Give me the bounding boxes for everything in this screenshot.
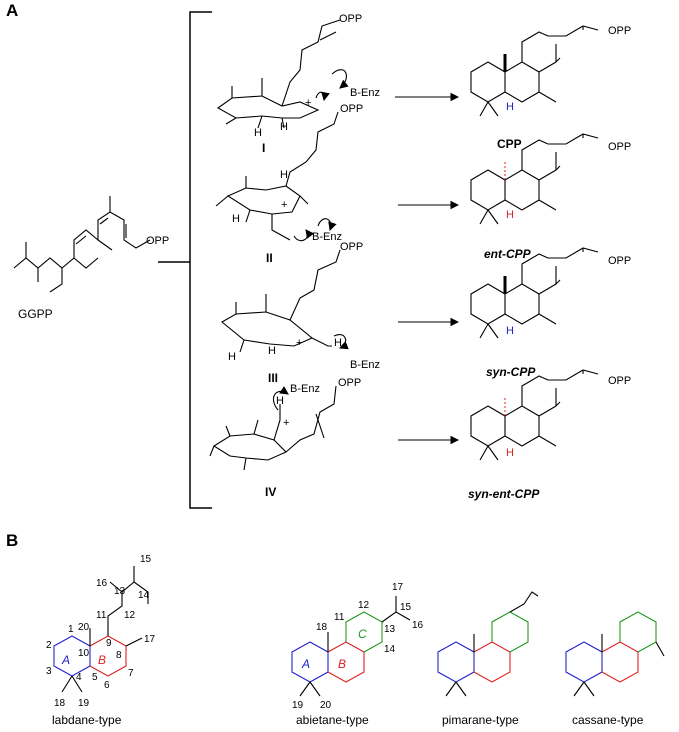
product-ent-cpp-label: ent-CPP — [484, 247, 532, 261]
labdane-num-9: 9 — [106, 638, 112, 649]
abietane-num-20: 20 — [320, 700, 332, 711]
abietane-num-13: 13 — [384, 624, 396, 635]
route-i-roman: I — [262, 141, 265, 155]
labdane-num-12: 12 — [124, 610, 136, 621]
abietane-ring-b: B — [338, 657, 346, 671]
product-syn-cpp-opp: OPP — [608, 255, 631, 267]
route-iii-plus: + — [296, 337, 302, 349]
route-ii-h1: H — [280, 169, 288, 181]
route-iii-h3: H — [334, 337, 342, 349]
abietane-ring-c: C — [358, 627, 367, 641]
labdane-label: labdane-type — [52, 713, 122, 727]
route-iv-enz: B-Enz — [290, 383, 320, 395]
abietane-num-14: 14 — [384, 644, 396, 655]
labdane-num-13: 13 — [114, 586, 126, 597]
ggpp-structure — [13, 196, 151, 293]
route-iii-h2: H — [268, 345, 276, 357]
labdane-num-7: 7 — [128, 668, 134, 679]
product-syn-cpp-h: H — [506, 325, 514, 337]
route-iv-plus: + — [283, 417, 289, 429]
product-cpp-label: CPP — [497, 137, 522, 151]
route-ii-enz: B-Enz — [312, 231, 342, 243]
panel-b-label: B — [6, 531, 18, 550]
labdane-num-10: 10 — [78, 648, 90, 659]
labdane-ring-a: A — [61, 653, 70, 667]
route-iii-h1: H — [228, 351, 236, 363]
labdane-num-2: 2 — [46, 640, 52, 651]
route-ii-plus: + — [281, 199, 287, 211]
pimarane-label: pimarane-type — [442, 713, 519, 727]
product-ent-cpp-opp: OPP — [608, 141, 631, 153]
panel-a-label: A — [6, 1, 18, 20]
cassane-structure — [565, 611, 665, 697]
abietane-num-18: 18 — [316, 622, 328, 633]
labdane-num-8: 8 — [116, 650, 122, 661]
route-iv-roman: IV — [265, 485, 276, 499]
labdane-num-16: 16 — [96, 578, 108, 589]
labdane-structure — [53, 566, 149, 693]
intermediate-ii — [215, 111, 339, 242]
abietane-num-12: 12 — [358, 600, 370, 611]
abietane-num-19: 19 — [292, 700, 304, 711]
labdane-num-11: 11 — [96, 610, 107, 621]
product-syn-ent-cpp — [470, 369, 599, 461]
route-ii-h2: H — [232, 213, 240, 225]
labdane-num-3: 3 — [46, 666, 52, 677]
labdane-num-1: 1 — [68, 624, 74, 635]
labdane-num-18: 18 — [54, 698, 66, 709]
product-syn-cpp — [470, 247, 599, 339]
route-i-enz: B-Enz — [350, 87, 380, 99]
product-syn-ent-cpp-opp: OPP — [608, 375, 631, 387]
product-ent-cpp-h: H — [506, 209, 514, 221]
route-i-plus: + — [305, 97, 311, 109]
labdane-num-15: 15 — [140, 554, 152, 565]
cassane-label: cassane-type — [572, 713, 644, 727]
abietane-structure — [291, 596, 411, 697]
route-iv-opp: OPP — [338, 377, 361, 389]
product-cpp — [470, 25, 599, 117]
labdane-ring-b: B — [98, 653, 106, 667]
abietane-ring-a: A — [301, 657, 310, 671]
intermediate-iii — [221, 249, 349, 353]
labdane-num-17: 17 — [144, 634, 156, 645]
intermediate-iv — [209, 385, 337, 471]
labdane-num-5: 5 — [92, 672, 98, 683]
abietane-numbers: 11 12 13 14 15 16 17 18 19 20 — [292, 582, 424, 711]
product-syn-ent-cpp-label: syn-ent-CPP — [468, 487, 540, 501]
route-i-opp: OPP — [339, 13, 362, 25]
ggpp-label: GGPP — [18, 307, 53, 321]
abietane-num-11: 11 — [334, 612, 345, 623]
product-cpp-opp: OPP — [608, 25, 631, 37]
route-iii-opp: OPP — [340, 241, 363, 253]
product-cpp-h: H — [506, 101, 514, 113]
product-syn-cpp-label: syn-CPP — [486, 365, 536, 379]
route-ii-roman: II — [266, 251, 273, 265]
labdane-num-14: 14 — [138, 590, 150, 601]
labdane-numbers: 1 2 3 4 5 6 7 8 9 10 11 12 13 14 15 16 1… — [46, 554, 156, 709]
route-iii-roman: III — [268, 371, 278, 385]
labdane-num-4: 4 — [76, 672, 82, 683]
labdane-num-20: 20 — [78, 622, 90, 633]
intermediate-i — [216, 19, 349, 129]
pimarane-structure — [437, 591, 539, 697]
route-i-h1: H — [254, 127, 262, 139]
route-iii-enz: B-Enz — [350, 359, 380, 371]
product-ent-cpp — [470, 133, 599, 225]
labdane-num-19: 19 — [78, 698, 90, 709]
product-syn-ent-cpp-h: H — [506, 447, 514, 459]
route-i-h2: H — [280, 121, 288, 133]
route-ii-opp: OPP — [340, 103, 363, 115]
labdane-num-6: 6 — [104, 680, 110, 691]
bracket — [158, 11, 212, 509]
abietane-num-16: 16 — [412, 620, 424, 631]
route-iv-h: H — [276, 395, 284, 407]
abietane-label: abietane-type — [296, 713, 369, 727]
abietane-num-17: 17 — [392, 582, 404, 593]
abietane-num-15: 15 — [400, 602, 412, 613]
ggpp-opp: OPP — [146, 235, 169, 247]
